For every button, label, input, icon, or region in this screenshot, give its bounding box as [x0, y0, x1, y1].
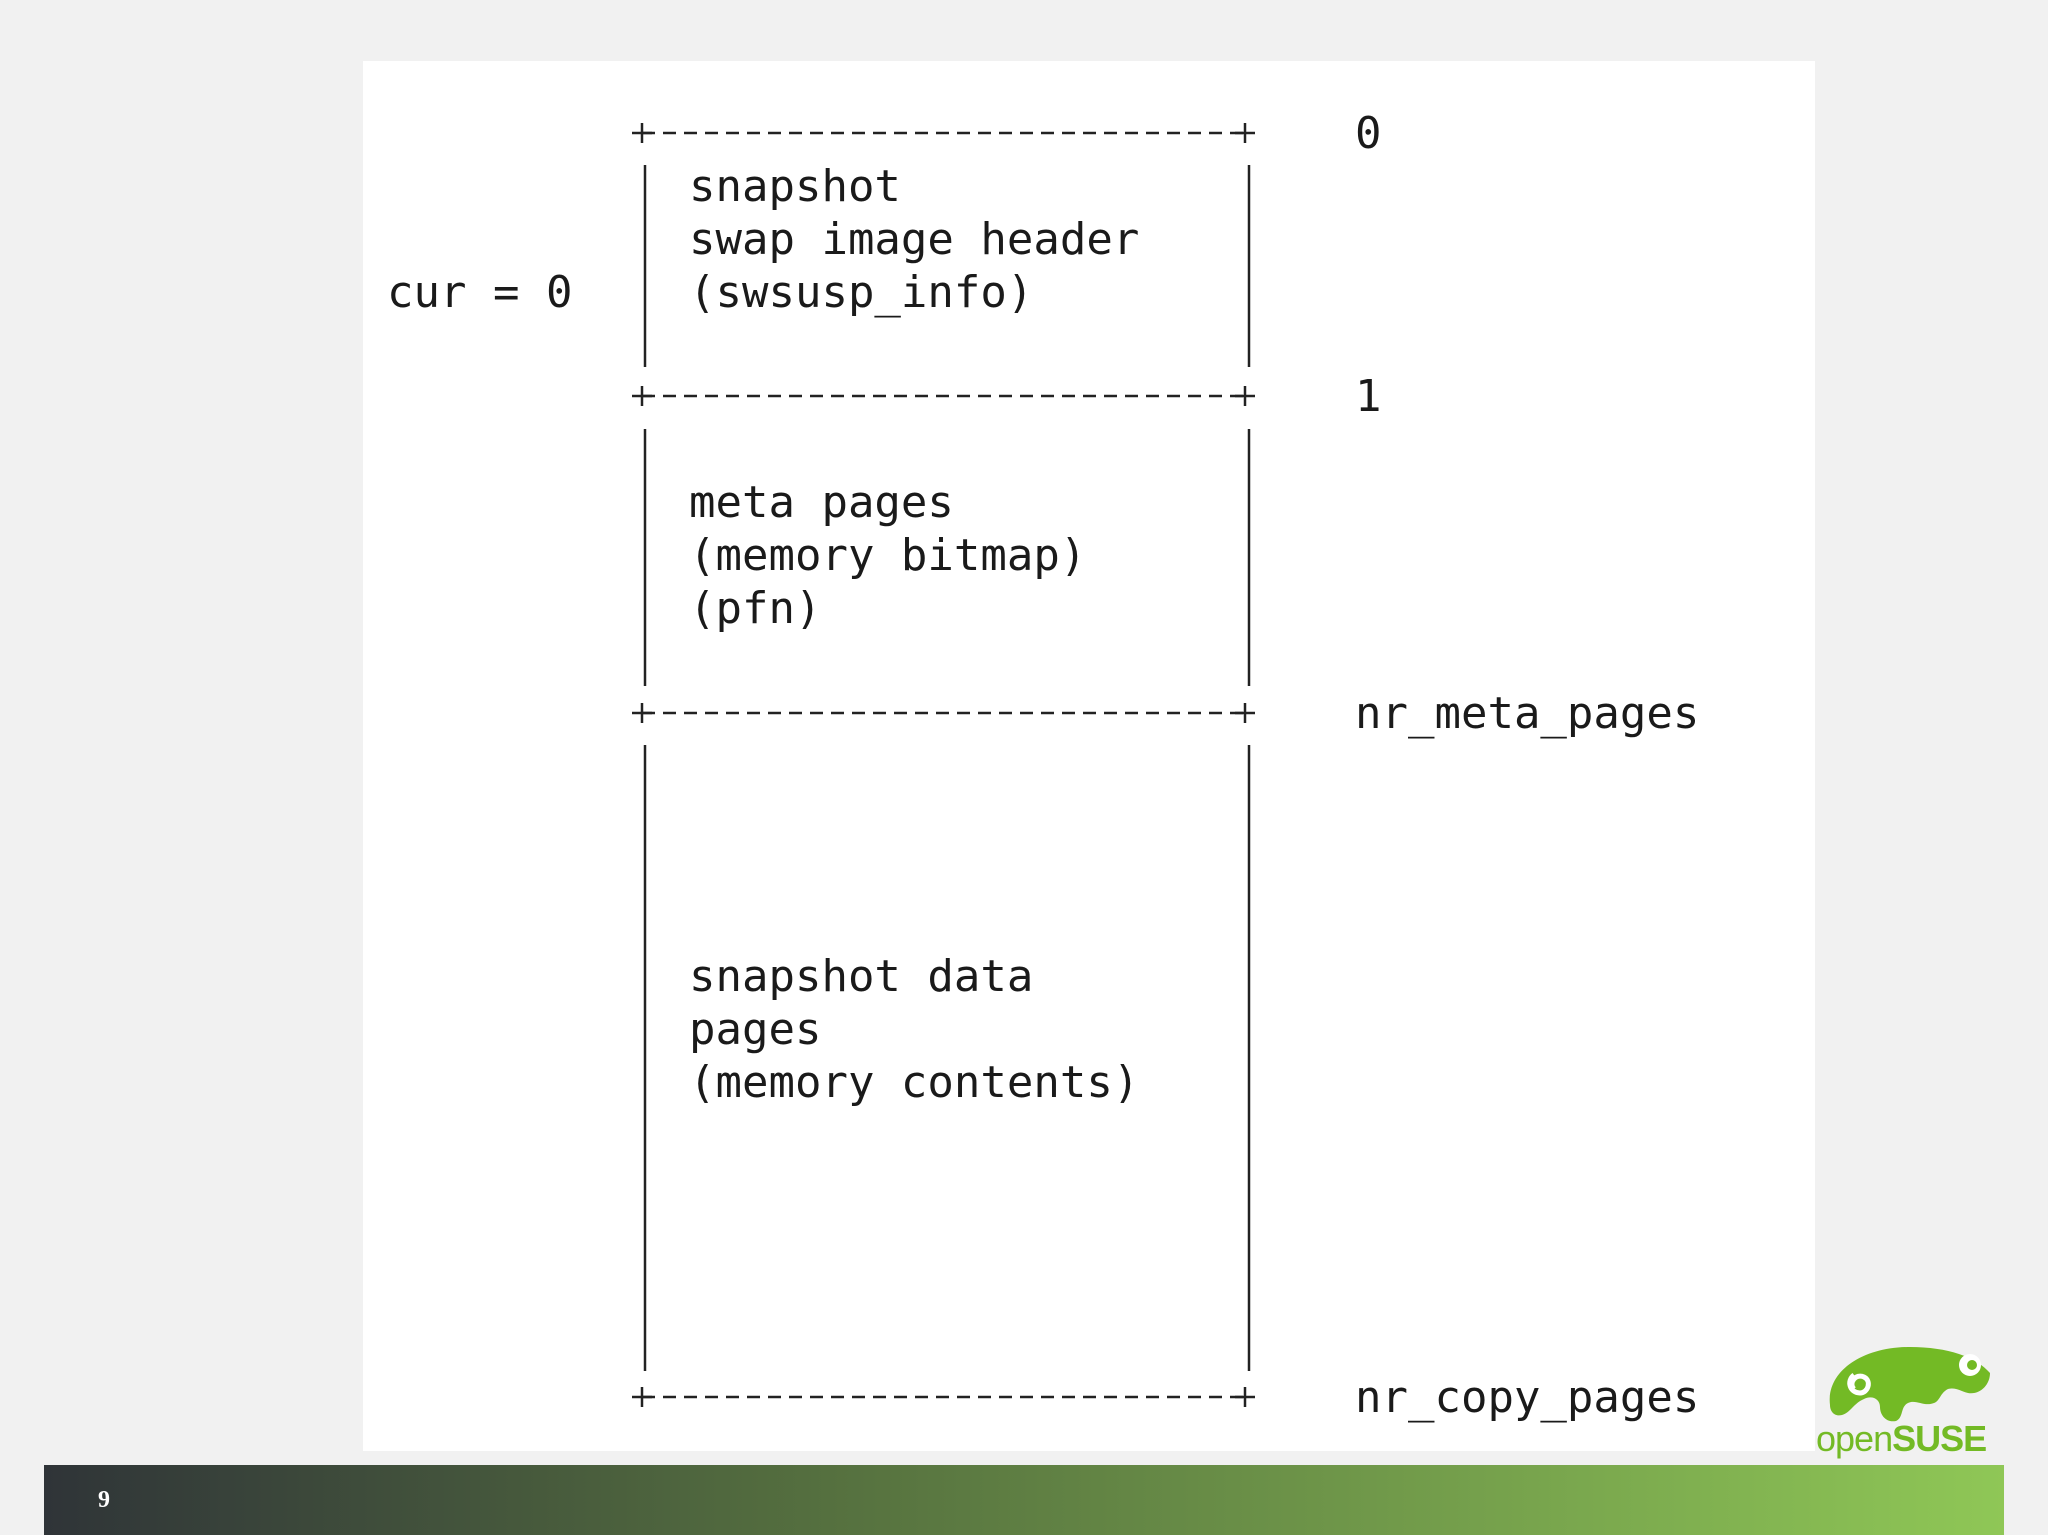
region-header-line-1: snapshot	[689, 161, 901, 212]
cur-pointer-label: cur = 0	[387, 267, 573, 318]
offset-label-nr-meta-pages: nr_meta_pages	[1355, 688, 1700, 739]
region-data-line-1: snapshot data	[689, 951, 1034, 1002]
diagram-panel: cur = 0 snapshot swap image header (swsu…	[363, 61, 1815, 1451]
corner-plus-markers	[632, 123, 1255, 1407]
memory-layout-box	[632, 123, 1255, 1407]
offset-label-nr-copy-pages: nr_copy_pages	[1355, 1372, 1700, 1423]
offset-label-0: 0	[1355, 108, 1382, 159]
offset-label-1: 1	[1355, 371, 1382, 422]
footer-bar: 9	[44, 1465, 2004, 1535]
region-header-line-2: swap image header	[689, 214, 1140, 265]
opensuse-logo: openSUSE	[1812, 1343, 2002, 1461]
region-data-line-3: (memory contents)	[689, 1057, 1140, 1108]
opensuse-wordmark: openSUSE	[1816, 1418, 1987, 1459]
region-header-line-3: (swsusp_info)	[689, 267, 1034, 318]
chameleon-icon	[1829, 1347, 1990, 1422]
region-data-line-2: pages	[689, 1004, 822, 1055]
region-meta-line-3: (pfn)	[689, 583, 822, 634]
region-meta-line-2: (memory bitmap)	[689, 530, 1087, 581]
region-meta-line-1: meta pages	[689, 477, 954, 528]
page-number: 9	[98, 1487, 110, 1513]
